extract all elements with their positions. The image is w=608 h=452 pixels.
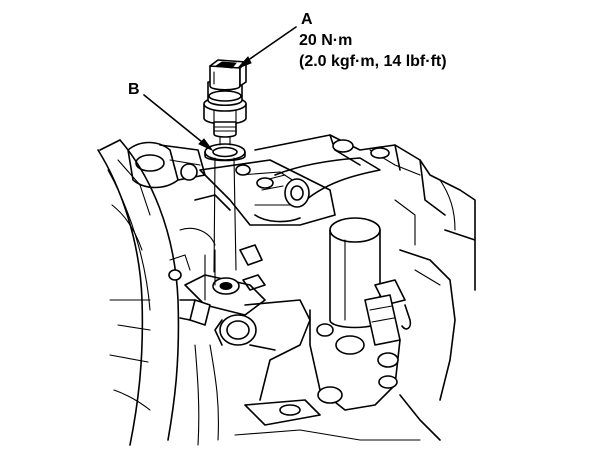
sealing-washer: [204, 143, 246, 162]
pressure-switch-sensor: [203, 59, 247, 138]
callout-a-leader: [237, 26, 297, 69]
callout-a-letter: A: [301, 11, 313, 28]
callout-b-leader: [143, 94, 214, 152]
callout-a-torque-nm: 20 N·m: [299, 32, 352, 49]
callout-b-letter: B: [128, 81, 140, 98]
transmission-housing: [97, 134, 476, 446]
callout-a-torque-imperial: (2.0 kgf·m, 14 lbf·ft): [299, 53, 447, 70]
